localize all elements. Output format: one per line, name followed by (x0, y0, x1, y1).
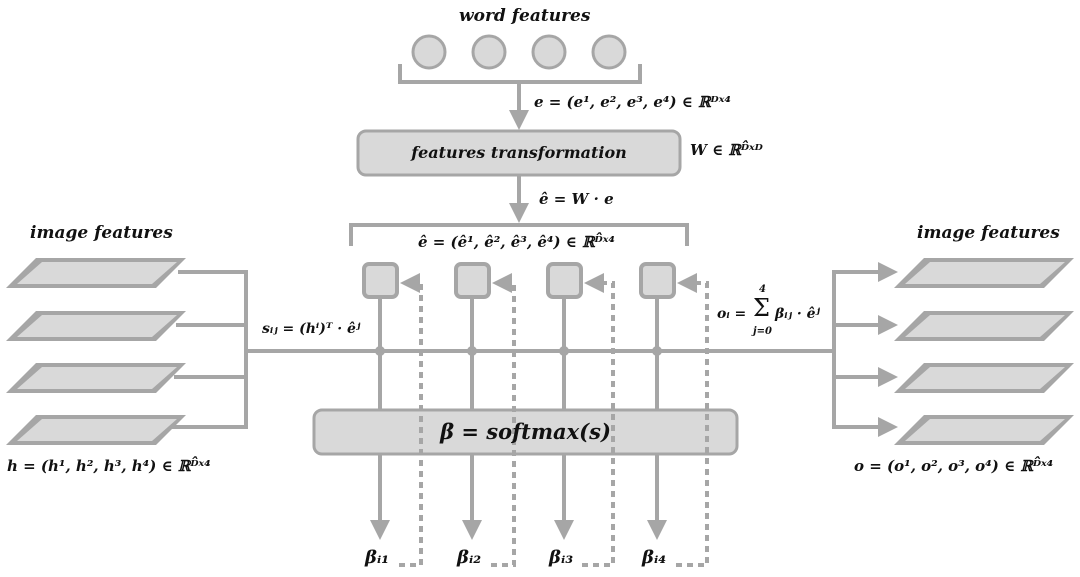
beta-label-3: βᵢ₃ (549, 547, 574, 568)
junction-1 (375, 346, 385, 356)
junction-3 (559, 346, 569, 356)
right-image-features-title: image features (917, 223, 1060, 243)
beta-label-2: βᵢ₂ (457, 547, 482, 568)
hat-e-formula: ê = W · e (539, 190, 614, 208)
features-transformation-label: features transformation (411, 143, 627, 162)
output-sum-sigma: Σ (753, 294, 770, 322)
left-image-features-title: image features (30, 223, 173, 243)
word-features-formula: e = (e¹, e², e³, e⁴) ∈ ℝᴰˣ⁴ (534, 93, 731, 111)
weight-formula: W ∈ ℝᴰ̂ˣᴰ (690, 141, 763, 159)
hat-features-formula: ê = (ê¹, ê², ê³, ê⁴) ∈ ℝᴰ̂ˣ⁴ (418, 233, 615, 251)
word-node-4 (591, 34, 627, 70)
output-sum-formula: oᵢ = 4 Σ j=0 βᵢⱼ · êʲ (717, 284, 827, 346)
word-features-title: word features (459, 6, 591, 26)
junction-2 (467, 346, 477, 356)
output-sum-lower: j=0 (753, 326, 772, 337)
score-formula: sᵢⱼ = (hⁱ)ᵀ · êʲ (262, 321, 361, 337)
hat-node-2 (454, 262, 491, 299)
right-image-formula: o = (o¹, o², o³, o⁴) ∈ ℝᴰ̂ˣ⁴ (854, 457, 1054, 475)
junction-4 (652, 346, 662, 356)
softmax-label: β = softmax(s) (440, 419, 611, 444)
word-node-3 (531, 34, 567, 70)
beta-label-1: βᵢ₁ (365, 547, 390, 568)
feedback-loop-3 (582, 273, 615, 567)
word-node-2 (471, 34, 507, 70)
hat-node-4 (639, 262, 676, 299)
hat-node-1 (362, 262, 399, 299)
left-image-formula: h = (h¹, h², h³, h⁴) ∈ ℝᴰ̂ˣ⁴ (7, 457, 211, 475)
output-sum-lhs: oᵢ = (717, 306, 747, 322)
feedback-loop-1 (399, 273, 423, 567)
output-sum-rhs: βᵢⱼ · êʲ (775, 306, 820, 322)
feedback-loop-2 (491, 273, 516, 567)
word-node-1 (411, 34, 447, 70)
hat-node-3 (546, 262, 583, 299)
hat-bracket (349, 223, 689, 246)
output-sum-upper: 4 (759, 284, 766, 295)
beta-label-4: βᵢ₄ (642, 547, 667, 568)
feedback-loop-4 (676, 273, 709, 567)
